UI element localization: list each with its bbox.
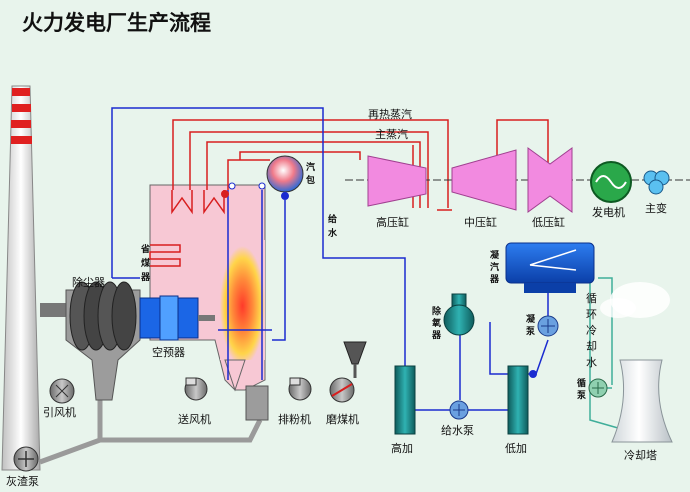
transformer-icon: [643, 170, 670, 195]
label-feed-water-1: 给: [328, 213, 337, 225]
steam-lines: [172, 119, 549, 211]
label-forced-fan: 送风机: [178, 412, 211, 426]
hp-turbine: [367, 155, 427, 207]
label-slag-pump: 灰渣泵: [6, 474, 39, 488]
label-circulating-water-4: 却: [586, 340, 597, 353]
boiler: [149, 184, 269, 421]
page-title: 火力发电厂生产流程: [22, 11, 211, 35]
lp-heater-icon: [507, 365, 529, 435]
label-feed-pump: 给水泵: [441, 424, 474, 437]
label-circulating-pump-2: 泵: [577, 390, 587, 401]
label-main-transformer: 主变: [645, 201, 667, 215]
label-dust-collector: 除尘器: [72, 275, 105, 289]
economizer-coil: [149, 244, 181, 267]
dust-collector: [65, 281, 141, 401]
label-economizer-2: 煤: [141, 257, 150, 269]
label-lp-cylinder: 低压缸: [532, 215, 565, 229]
label-generator: 发电机: [592, 205, 625, 219]
label-induced-fan: 引风机: [43, 405, 76, 419]
air-preheater-icon: [139, 295, 215, 341]
label-condenser-1: 凝: [490, 249, 500, 261]
label-economizer-1: 省: [140, 243, 150, 255]
label-circulating-water-2: 环: [586, 308, 597, 321]
circulating-pump-icon: [588, 378, 608, 398]
label-circulating-pump-1: 循: [577, 377, 586, 389]
label-deaerator-1: 除: [432, 305, 442, 317]
forced-fan-icon: [184, 377, 208, 401]
chimney: [1, 85, 41, 471]
label-cooling-tower: 冷却塔: [624, 449, 657, 462]
label-powder-fan: 排粉机: [278, 412, 311, 426]
label-steam-drum-1: 汽: [306, 161, 315, 173]
label-main-steam: 主蒸汽: [375, 127, 408, 141]
coal-mill-icon: [329, 341, 367, 403]
label-circulating-water-1: 循: [586, 292, 597, 305]
label-economizer-3: 器: [140, 272, 151, 283]
label-ip-cylinder: 中压缸: [464, 215, 497, 229]
label-lp-heater: 低加: [505, 442, 527, 455]
label-air-preheater: 空预器: [152, 345, 185, 359]
label-condenser-2: 汽: [490, 261, 499, 273]
generator-icon: [590, 161, 632, 203]
condensate-pump-icon: [537, 315, 559, 337]
label-condensate-pump-1: 凝: [526, 313, 536, 325]
steam-drum-icon: [221, 155, 304, 200]
label-steam-drum-2: 包: [305, 174, 315, 186]
deaerator-icon: [443, 293, 475, 336]
lp-turbine: [527, 147, 573, 213]
label-reheat-steam: 再热蒸汽: [368, 107, 412, 121]
label-hp-cylinder: 高压缸: [376, 215, 409, 229]
label-coal-mill: 磨煤机: [326, 412, 359, 426]
label-condenser-3: 器: [489, 274, 500, 285]
powder-fan-icon: [288, 377, 312, 401]
feed-pump-icon: [449, 400, 469, 420]
ip-turbine: [451, 149, 517, 211]
label-condensate-pump-2: 泵: [526, 326, 536, 337]
label-deaerator-3: 器: [431, 330, 442, 341]
label-circulating-water-3: 冷: [586, 324, 597, 337]
label-circulating-water-5: 水: [586, 356, 597, 369]
cooling-tower-icon: [600, 282, 673, 443]
hp-heater-icon: [394, 365, 416, 435]
label-deaerator-2: 氧: [431, 317, 441, 329]
slag-pipe: [39, 390, 263, 465]
condenser-icon: [505, 242, 595, 293]
label-feed-water-2: 水: [328, 227, 338, 239]
label-hp-heater: 高加: [391, 441, 413, 455]
